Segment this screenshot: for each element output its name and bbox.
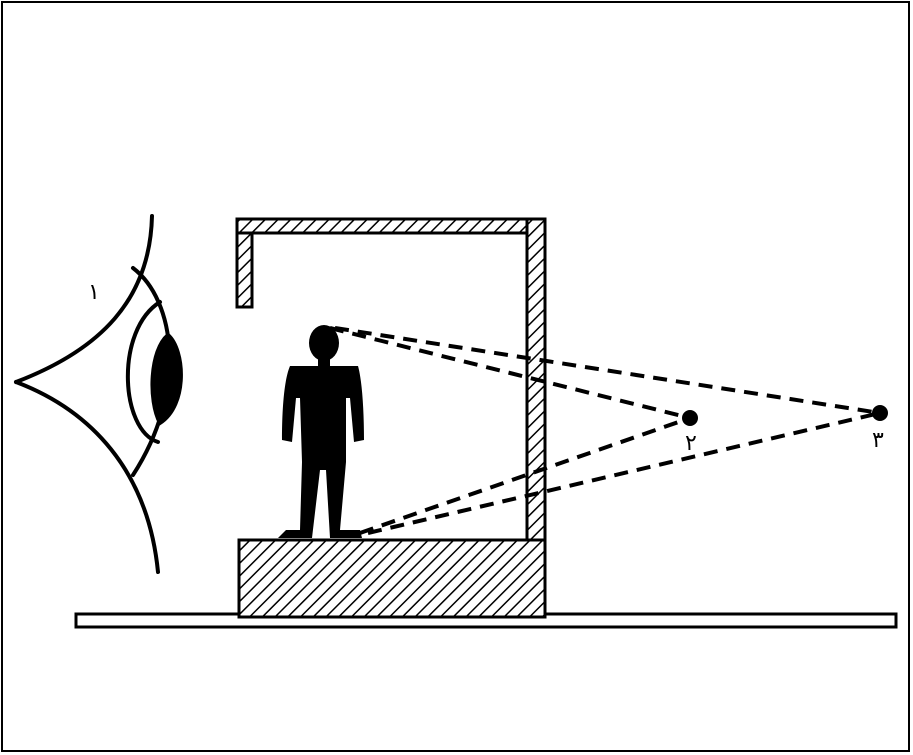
- building-section: [235, 217, 547, 619]
- person-silhouette: [278, 325, 364, 538]
- viewpoint-2-dot: [682, 410, 698, 426]
- label-eye: ۱: [88, 280, 100, 305]
- label-point-3: ۳: [872, 428, 884, 453]
- sight-lines: [329, 326, 881, 535]
- floor-block: [237, 538, 547, 619]
- ceiling-slab: [235, 217, 547, 235]
- label-point-2: ۲: [685, 431, 697, 456]
- eye-icon: [14, 214, 183, 574]
- viewpoint-3-dot: [872, 405, 888, 421]
